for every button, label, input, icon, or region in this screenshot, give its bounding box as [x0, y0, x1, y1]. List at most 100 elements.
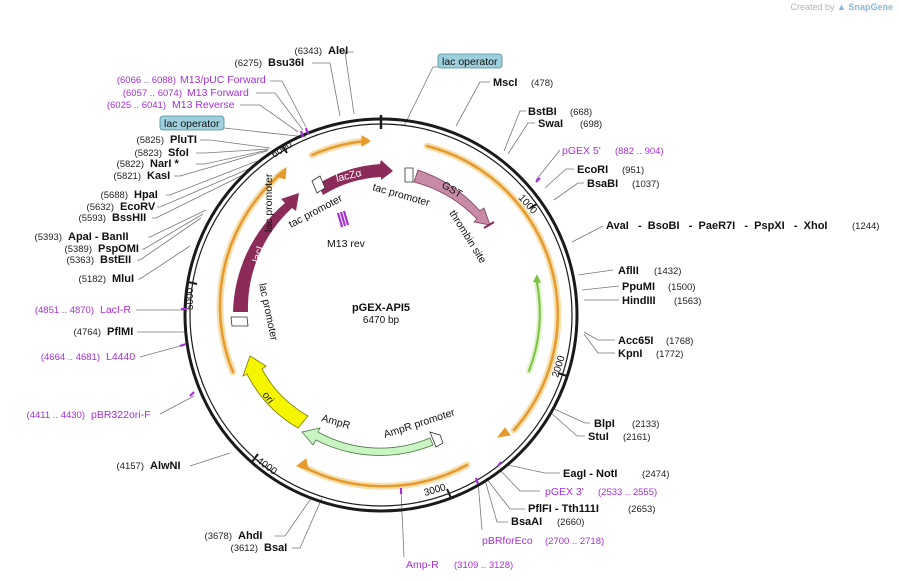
site-pos-ahdi: (3678) — [205, 531, 232, 542]
site-name-bsshii: BssHII — [112, 212, 146, 224]
site-name-kpni: KpnI — [618, 348, 642, 360]
site-pos-bsai: (3612) — [231, 543, 258, 554]
site-pos-bsshii: (5593) — [79, 213, 106, 224]
site-pos-bsaai: (2660) — [557, 517, 584, 528]
site-name-ppumi: PpuMI — [622, 281, 655, 293]
primer-mark-pgex5 — [535, 177, 541, 183]
lac-promoter-label-2: lac promoter — [256, 282, 280, 342]
lacza-arrow — [318, 160, 393, 195]
leader-pbrforeco — [477, 480, 483, 531]
watermark-prefix: Created by — [790, 2, 835, 12]
thrombin-site-mark — [483, 221, 495, 229]
lac-promoter-arrow — [230, 316, 249, 327]
leader-bsai — [292, 497, 323, 549]
green-orf-arrowhead — [533, 274, 541, 283]
site-name-ecorv: EcoRV — [120, 201, 156, 213]
tac-promoter-box-1 — [311, 175, 326, 194]
site-pos-bsteii: (5363) — [67, 255, 94, 266]
site-name-pspomi: PspOMI — [98, 243, 139, 255]
orf-arrowhead-3 — [274, 166, 287, 180]
primer-mark-m13puc — [304, 127, 310, 135]
orf-3 — [218, 170, 285, 374]
leader-m13puc — [270, 80, 307, 128]
site-name-xhoi: AvaI - BsoBI - PaeR7I - PspXI - XhoI — [606, 220, 827, 232]
site-pos-ecorv: (5632) — [87, 202, 114, 213]
leader-ecorv — [157, 166, 254, 208]
feature-arrows — [230, 160, 495, 456]
site-pos-m13fwd: (6057 .. 6074) — [123, 88, 182, 99]
scale-ticks — [187, 144, 568, 499]
ampr-label: AmpR — [320, 412, 352, 432]
site-name-noti: EagI - NotI — [563, 468, 617, 480]
site-pos-pspomi: (5389) — [65, 244, 92, 255]
site-pos-l4440: (4664 .. 4681) — [41, 352, 100, 363]
leader-bstbi — [503, 110, 526, 152]
leader-lacop-left — [223, 127, 307, 138]
lac-operator-top-label: lac operator — [442, 56, 498, 68]
site-name-nari: NarI * — [150, 158, 179, 170]
site-pos-ppumi: (1500) — [668, 282, 695, 293]
leader-alei — [344, 51, 355, 115]
site-pos-pbr322: (4411 .. 4430) — [27, 410, 85, 421]
site-name-apai: ApaI - BanII — [68, 231, 129, 243]
ampr-promoter-label: AmpR promoter — [382, 406, 457, 440]
site-pos-pflmi: (4764) — [74, 327, 101, 338]
site-name-pbr322: pBR322ori-F — [91, 409, 151, 421]
site-pos-bstbi: (668) — [570, 107, 592, 118]
orf-2 — [300, 463, 469, 488]
primer-mark-m13rev-inner-1 — [336, 212, 344, 228]
site-pos-kasi: (5821) — [114, 171, 141, 182]
site-pos-hpai: (5688) — [101, 190, 128, 201]
site-pos-alwni: (4157) — [117, 461, 144, 472]
site-name-blpi: BlpI — [594, 418, 615, 430]
watermark-brand: SnapGene — [848, 2, 893, 12]
tac-promoter-box-2 — [404, 167, 414, 183]
site-pos-pgex5: (882 .. 904) — [615, 146, 664, 157]
site-pos-ecori: (951) — [622, 165, 644, 176]
site-name-mlui: MluI — [112, 273, 134, 285]
lac-promoter-label-1: lac promoter — [263, 173, 275, 232]
ampr-promoter-arrow — [429, 431, 444, 448]
site-name-pgex5: pGEX 5' — [562, 145, 601, 157]
leader-bsteii — [137, 217, 202, 261]
primer-mark-l4440 — [179, 342, 187, 348]
leader-kpni — [583, 333, 615, 354]
site-name-pflfi: PflFI - Tth111I — [528, 503, 599, 515]
orf-arrowhead-2 — [295, 458, 309, 471]
tac-promoter-label-2: tac promoter — [371, 181, 431, 209]
leader-bsshii — [152, 171, 250, 219]
site-name-ampr-primer: Amp-R — [406, 559, 439, 571]
site-name-bstbi: BstBI — [528, 106, 557, 118]
lac-operator-top-box — [437, 53, 503, 69]
leader-sfoi — [196, 148, 270, 154]
primer-mark-pbrforeco — [474, 477, 480, 485]
lac-operator-left-label: lac operator — [164, 118, 220, 130]
site-name-stui: StuI — [588, 431, 609, 443]
tick-6000 — [281, 144, 288, 154]
site-name-alei: AleI — [328, 45, 348, 57]
orf-arrowhead-1 — [496, 427, 511, 438]
orf-arrows — [216, 135, 562, 490]
leader-acc65i — [583, 331, 615, 341]
primer-marks — [179, 127, 541, 494]
leader-kasi — [174, 150, 268, 177]
site-pos-apai: (5393) — [35, 232, 62, 243]
leader-pluti — [200, 139, 271, 149]
site-name-acc65i: Acc65I — [618, 335, 653, 347]
leader-xhoi — [571, 225, 604, 243]
site-pos-nari: (5822) — [117, 159, 144, 170]
leader-lacop-top — [403, 66, 440, 127]
lac-operator-left-box — [159, 115, 225, 131]
site-name-alwni: AlwNI — [150, 460, 181, 472]
site-pos-pgex3: (2533 .. 2555) — [598, 487, 657, 498]
site-name-kasi: KasI — [147, 170, 170, 182]
leader-ampr-primer — [400, 489, 405, 558]
site-name-swai: SwaI — [538, 118, 563, 130]
tick-2000 — [557, 372, 568, 377]
tick-1000 — [529, 203, 538, 209]
site-name-msci: MscI — [493, 77, 517, 89]
laci-arrow — [233, 193, 299, 312]
leader-ecori — [544, 168, 574, 189]
site-leader-lines — [136, 51, 620, 558]
